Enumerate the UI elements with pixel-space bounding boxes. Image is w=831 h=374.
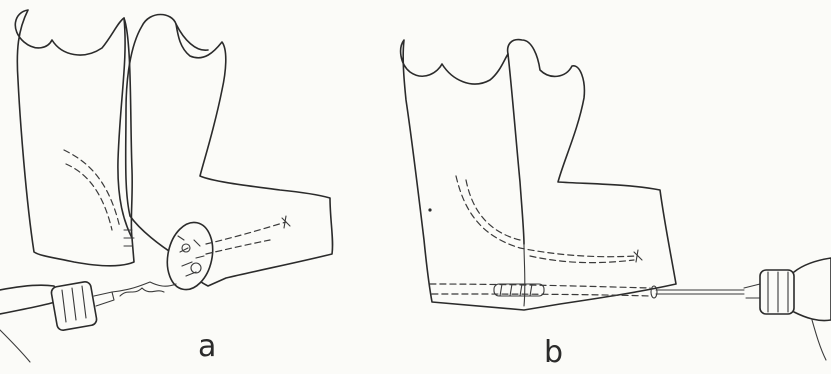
left-mandible-fragment (15, 10, 134, 266)
drill-cord-a (0, 330, 30, 362)
left-fragment-fracture-edge (118, 18, 132, 238)
reference-dot-b (428, 208, 431, 211)
canal-b-screw-mark (634, 250, 642, 262)
left-fragment-canal-2 (66, 164, 112, 230)
canal-b-1 (456, 176, 636, 257)
right-fragment-ramus-notch (176, 24, 208, 50)
drill-nose-a (94, 292, 114, 306)
fracture-line-b (524, 244, 525, 306)
drill-cord-b (812, 320, 826, 360)
reduced-mandible-outline (401, 40, 676, 310)
panel-a-drawing (0, 10, 333, 362)
right-mandible-fragment (126, 15, 333, 287)
panel-b-label: b (544, 338, 563, 368)
fracture-cross-section (161, 218, 218, 294)
left-fragment-canal-1 (64, 150, 120, 228)
left-ramus-contour (508, 54, 524, 244)
right-fragment-screw-mark (282, 216, 290, 228)
drill-handpiece-b (794, 258, 831, 321)
drill-bit-a (112, 282, 176, 292)
canal-b-2 (466, 180, 520, 240)
panel-a-label: a (198, 332, 216, 362)
panel-b-drawing (401, 40, 831, 360)
drill-chuck-b (760, 270, 794, 314)
right-fragment-canal-2 (206, 240, 270, 254)
right-fragment-canal-1 (206, 222, 286, 244)
